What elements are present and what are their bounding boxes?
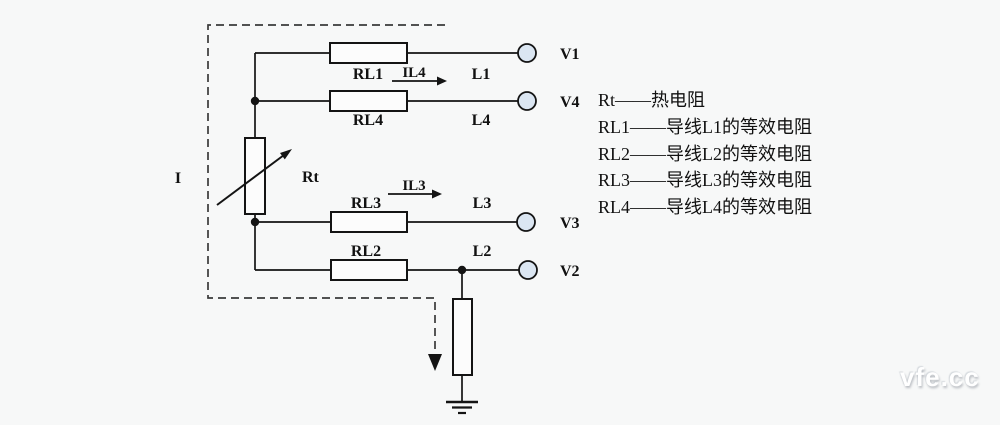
legend-line-rl4: RL4——导线L4的等效电阻	[598, 197, 812, 217]
resistor-rl3	[330, 211, 408, 233]
label-v2: V2	[560, 263, 580, 280]
watermark: vfe.cc	[900, 362, 980, 392]
label-l1: L1	[472, 66, 491, 83]
wires	[254, 52, 519, 402]
current-loop-arrowhead	[428, 354, 442, 371]
current-arrow-il4	[392, 76, 447, 86]
label-rl3: RL3	[351, 195, 381, 212]
current-loop-dashed-path	[207, 24, 445, 355]
legend-line-rl3: RL3——导线L3的等效电阻	[598, 170, 812, 190]
legend-line-rl1: RL1——导线L1的等效电阻	[598, 117, 812, 137]
rt-arrowhead	[280, 149, 292, 160]
lead-resistor-boxes	[329, 42, 473, 376]
label-rl1: RL1	[353, 66, 383, 83]
resistor-rl2	[330, 259, 408, 281]
label-rl4: RL4	[353, 112, 383, 129]
junction-dots	[250, 96, 467, 275]
thermal-resistor-rt	[216, 137, 292, 215]
measuring-resistor	[452, 298, 473, 376]
resistor-rl1	[329, 42, 408, 64]
ground-icon	[446, 400, 478, 415]
label-il4: IL4	[402, 65, 426, 81]
label-v3: V3	[560, 215, 580, 232]
current-arrow-il3	[388, 189, 442, 199]
label-v4: V4	[560, 94, 580, 111]
label-rt: Rt	[302, 169, 320, 186]
legend-line-rt: Rt——热电阻	[598, 90, 705, 110]
label-rl2: RL2	[351, 243, 381, 260]
label-current-i: I	[175, 170, 181, 187]
label-l4: L4	[472, 112, 491, 129]
resistor-rl4	[329, 90, 408, 112]
label-l3: L3	[473, 195, 492, 212]
label-v1: V1	[560, 46, 580, 63]
terminal-v1-icon	[517, 43, 537, 63]
legend-line-rl2: RL2——导线L2的等效电阻	[598, 144, 812, 164]
terminal-v3-icon	[516, 212, 536, 232]
label-l2: L2	[473, 243, 492, 260]
terminal-v2-icon	[518, 260, 538, 280]
terminal-v4-icon	[517, 91, 537, 111]
terminals	[516, 43, 538, 280]
legend: Rt——热电阻 RL1——导线L1的等效电阻 RL2——导线L2的等效电阻 RL…	[598, 90, 812, 217]
label-il3: IL3	[402, 178, 425, 194]
